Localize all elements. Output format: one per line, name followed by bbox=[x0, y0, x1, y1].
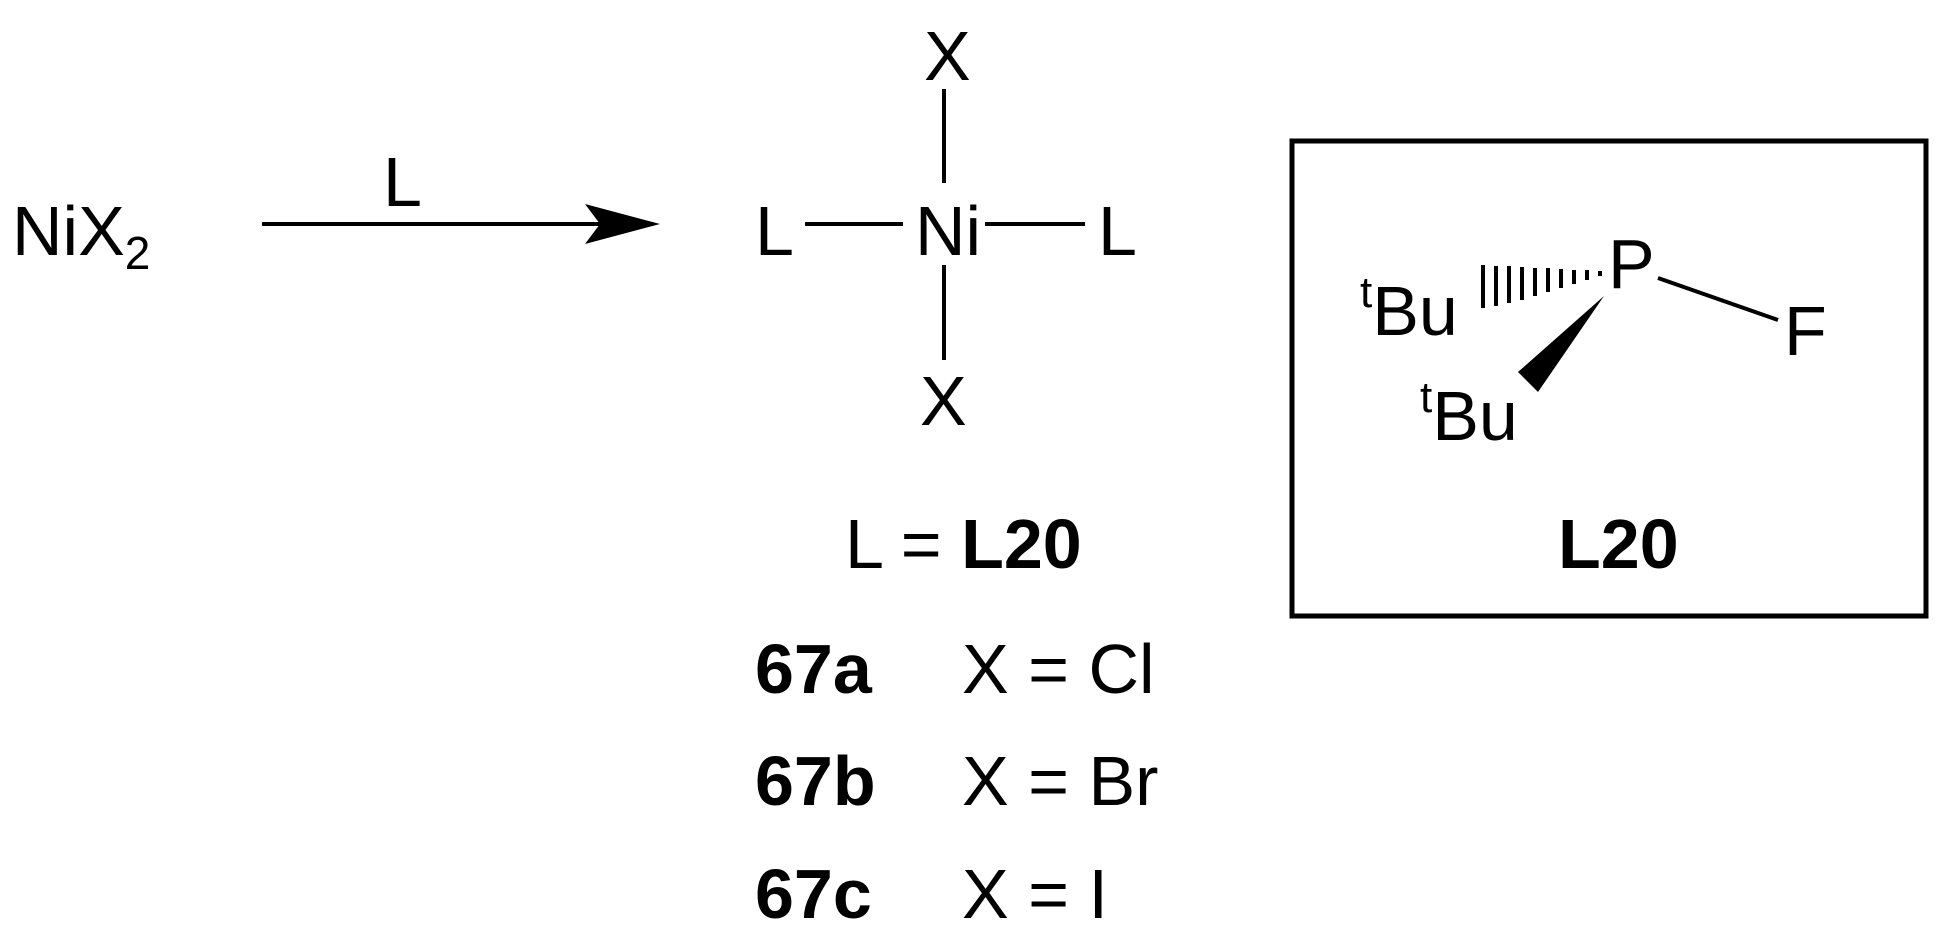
ligand-box-label: L20 bbox=[1558, 505, 1679, 583]
product-ni-center: Ni bbox=[915, 192, 981, 270]
reactant-subscript: 2 bbox=[125, 227, 151, 279]
tbu-upper-text: Bu bbox=[1372, 272, 1458, 350]
hashed-wedge-bond bbox=[1481, 265, 1602, 308]
arrow-reagent-label: L bbox=[383, 143, 422, 221]
tbu-upper-superscript: t bbox=[1360, 268, 1372, 317]
product-complex: X Ni L L X bbox=[755, 17, 1137, 440]
compound-id-67a: 67a bbox=[755, 630, 873, 708]
product-l-right: L bbox=[1098, 192, 1137, 270]
product-x-top: X bbox=[924, 17, 971, 95]
bond-p-f bbox=[1657, 276, 1779, 322]
reaction-arrow: L bbox=[262, 143, 660, 244]
reactant-nix2: NiX2 bbox=[12, 192, 150, 279]
ligand-box: P F tBu tBu L20 bbox=[1289, 138, 1929, 619]
compound-id-67b: 67b bbox=[755, 742, 876, 820]
ligand-definition-prefix: L = bbox=[845, 505, 961, 583]
reactant-metal: NiX bbox=[12, 192, 125, 270]
svg-text:NiX2: NiX2 bbox=[12, 192, 150, 279]
compound-halide-67b: X = Br bbox=[962, 742, 1158, 820]
product-l-left: L bbox=[755, 192, 794, 270]
ligand-fluorine: F bbox=[1784, 292, 1827, 370]
arrow-head bbox=[585, 204, 660, 244]
ligand-definition-name: L20 bbox=[961, 505, 1082, 583]
ligand-box-frame bbox=[1289, 138, 1929, 619]
tbu-lower-superscript: t bbox=[1420, 373, 1432, 422]
compound-list: 67a X = Cl 67b X = Br 67c X = I bbox=[755, 630, 1158, 933]
solid-wedge-bond bbox=[1518, 296, 1604, 392]
ligand-phosphorus: P bbox=[1608, 225, 1655, 303]
ligand-tbu-lower: tBu bbox=[1420, 373, 1518, 455]
ligand-definition: L = L20 bbox=[845, 505, 1082, 583]
compound-halide-67a: X = Cl bbox=[962, 630, 1155, 708]
compound-halide-67c: X = I bbox=[962, 855, 1108, 933]
compound-id-67c: 67c bbox=[755, 855, 872, 933]
ligand-tbu-upper: tBu bbox=[1360, 268, 1458, 350]
product-x-bottom: X bbox=[920, 362, 967, 440]
tbu-lower-text: Bu bbox=[1432, 377, 1518, 455]
